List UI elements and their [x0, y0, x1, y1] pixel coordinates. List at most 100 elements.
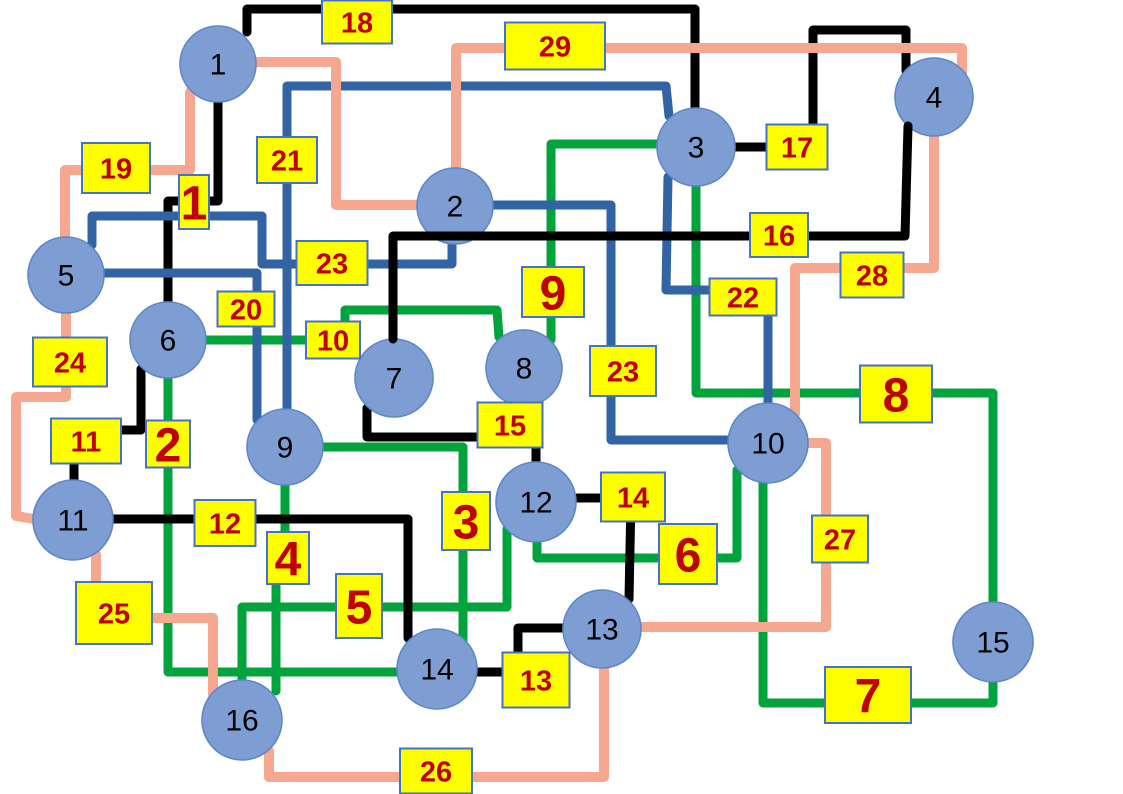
edge-label-9[interactable]: 9 [521, 266, 585, 320]
node-16[interactable]: 16 [201, 679, 283, 761]
edge-label-4-box[interactable] [266, 531, 310, 585]
node-13-circle[interactable] [562, 589, 642, 669]
edge-label-22-box[interactable] [708, 277, 778, 317]
edge-label-5-text: 5 [346, 581, 373, 634]
node-9[interactable]: 9 [246, 408, 324, 486]
edge-label-23-box[interactable] [295, 240, 369, 286]
edge-label-7-box[interactable] [824, 666, 912, 724]
edge-label-15[interactable]: 15 [476, 401, 544, 449]
edge-label-29[interactable]: 29 [504, 21, 606, 71]
node-7[interactable]: 7 [354, 338, 434, 418]
node-9-circle[interactable] [246, 408, 324, 486]
node-4[interactable]: 4 [894, 57, 974, 137]
edge-label-13-box[interactable] [501, 651, 571, 709]
node-8[interactable]: 8 [485, 329, 563, 407]
edge-label-27[interactable]: 27 [811, 514, 869, 564]
edge-label-10[interactable]: 10 [305, 320, 361, 360]
edge-label-17-box[interactable] [765, 123, 829, 171]
node-6-circle[interactable] [129, 301, 207, 379]
node-15-circle[interactable] [952, 601, 1034, 683]
edge-label-11[interactable]: 11 [50, 417, 122, 465]
edge-label-5[interactable]: 5 [335, 573, 383, 639]
edge-label-1-box[interactable] [178, 174, 210, 230]
edge-label-26[interactable]: 26 [399, 747, 473, 794]
edge-label-25[interactable]: 25 [75, 581, 153, 645]
node-10-circle[interactable] [727, 402, 809, 484]
edge-label-20[interactable]: 20 [216, 290, 276, 328]
node-1-circle[interactable] [179, 25, 257, 103]
node-3-circle[interactable] [656, 107, 736, 187]
edge-label-29-box[interactable] [504, 21, 606, 71]
edge-label-3-box[interactable] [441, 491, 491, 551]
node-12-circle[interactable] [495, 461, 577, 543]
edge-label-4[interactable]: 4 [266, 531, 310, 586]
edge-18-node1-node3 [242, 4, 700, 114]
edge-label-20-box[interactable] [216, 290, 276, 328]
edge-label-13[interactable]: 13 [501, 651, 571, 709]
edge-label-2-text: 2 [155, 419, 182, 472]
node-14[interactable]: 14 [396, 628, 478, 710]
node-5-circle[interactable] [27, 236, 105, 314]
edge-label-23b-box[interactable] [589, 345, 657, 397]
edge-label-21[interactable]: 21 [256, 136, 318, 184]
edge-label-14-box[interactable] [600, 471, 666, 523]
edge-label-6-box[interactable] [658, 523, 718, 585]
edge-label-12[interactable]: 12 [193, 499, 257, 547]
node-2[interactable]: 2 [416, 167, 494, 245]
edge-label-26-box[interactable] [399, 747, 473, 794]
node-11[interactable]: 11 [32, 479, 114, 561]
edge-label-28-box[interactable] [839, 251, 905, 299]
edge-label-25-box[interactable] [75, 581, 153, 645]
edge-label-5-box[interactable] [335, 573, 383, 639]
node-16-circle[interactable] [201, 679, 283, 761]
edge-label-16-box[interactable] [749, 212, 809, 258]
edge-label-28[interactable]: 28 [839, 251, 905, 299]
edge-label-18-box[interactable] [321, 0, 393, 45]
edge-label-21-box[interactable] [256, 136, 318, 184]
edge-label-19-box[interactable] [81, 142, 151, 194]
edge-label-12-text: 12 [209, 508, 241, 540]
edge-label-2-box[interactable] [145, 419, 191, 469]
edge-15-node7-node12 [362, 403, 541, 468]
edge-label-10-box[interactable] [305, 320, 361, 360]
node-14-circle[interactable] [396, 628, 478, 710]
edge-label-2[interactable]: 2 [145, 419, 191, 472]
node-10[interactable]: 10 [727, 402, 809, 484]
edge-label-6[interactable]: 6 [658, 523, 718, 585]
node-6[interactable]: 6 [129, 301, 207, 379]
edge-label-15-box[interactable] [476, 401, 544, 449]
node-13-label: 13 [585, 614, 618, 647]
edge-label-27-box[interactable] [811, 514, 869, 564]
edge-label-8[interactable]: 8 [859, 364, 933, 424]
edge-label-9-box[interactable] [521, 266, 585, 318]
edge-label-19[interactable]: 19 [81, 142, 151, 194]
edge-label-17[interactable]: 17 [765, 123, 829, 171]
edge-label-24[interactable]: 24 [32, 336, 108, 388]
edge-label-16-text: 16 [763, 220, 795, 252]
node-5[interactable]: 5 [27, 236, 105, 314]
edge-label-23[interactable]: 23 [295, 240, 369, 286]
edge-label-11-box[interactable] [50, 417, 122, 465]
node-11-circle[interactable] [32, 479, 114, 561]
edge-label-18[interactable]: 18 [321, 0, 393, 45]
node-1[interactable]: 1 [179, 25, 257, 103]
edge-label-14[interactable]: 14 [600, 471, 666, 523]
node-13[interactable]: 13 [562, 589, 642, 669]
node-2-circle[interactable] [416, 167, 494, 245]
edge-label-3[interactable]: 3 [441, 491, 491, 551]
edge-label-16[interactable]: 16 [749, 212, 809, 258]
edge-label-6-text: 6 [675, 529, 702, 582]
node-1-label: 1 [210, 49, 227, 82]
node-12[interactable]: 12 [495, 461, 577, 543]
edge-label-24-box[interactable] [32, 336, 108, 388]
edge-label-1[interactable]: 1 [178, 174, 210, 230]
edge-label-8-box[interactable] [859, 364, 933, 424]
edge-label-12-box[interactable] [193, 499, 257, 547]
edge-label-23b[interactable]: 23 [589, 345, 657, 397]
edge-label-22[interactable]: 22 [708, 277, 778, 317]
node-4-circle[interactable] [894, 57, 974, 137]
node-3[interactable]: 3 [656, 107, 736, 187]
node-15[interactable]: 15 [952, 601, 1034, 683]
edge-label-7[interactable]: 7 [824, 666, 912, 724]
